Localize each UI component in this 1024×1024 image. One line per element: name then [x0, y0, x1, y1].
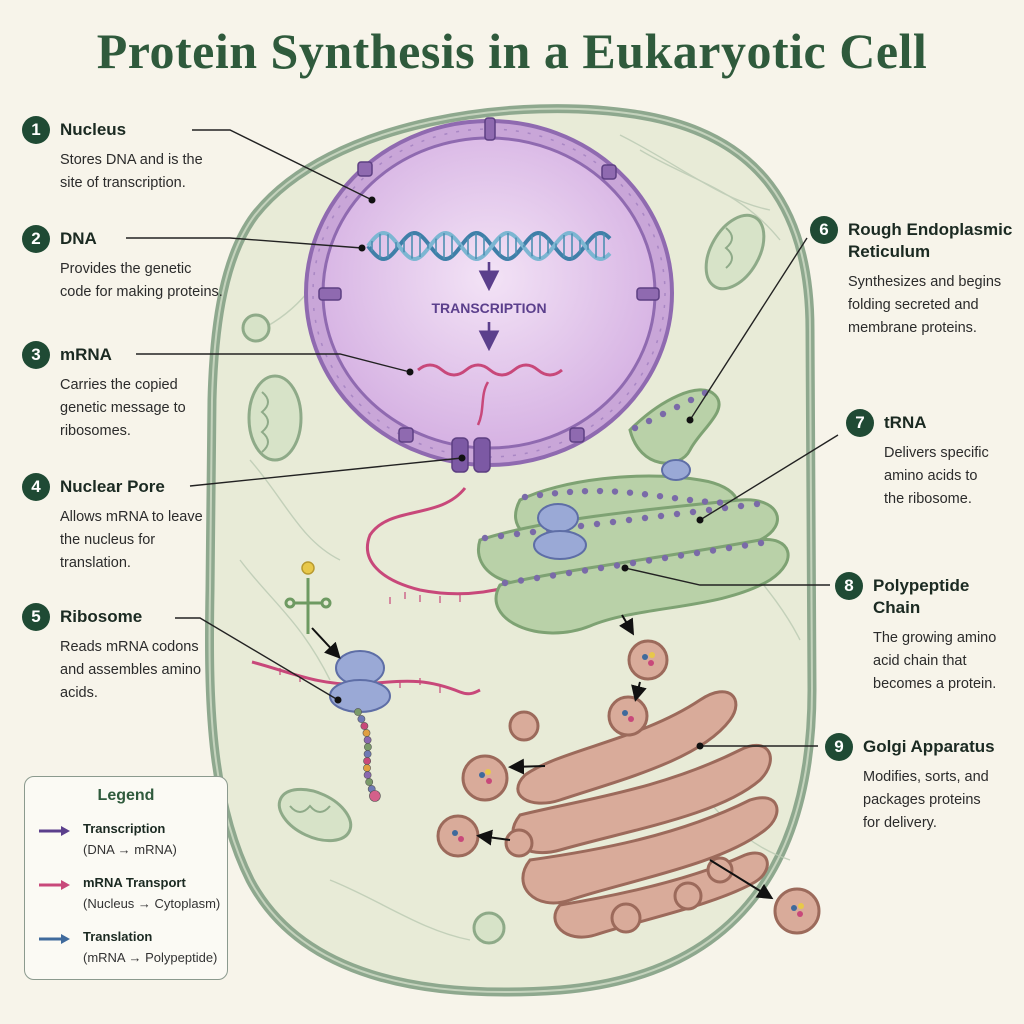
callout-number: 2 — [22, 225, 50, 253]
arrow-icon — [39, 934, 70, 944]
legend-label: Transcription — [83, 821, 166, 836]
nuclear-pore-icon — [318, 117, 660, 473]
callout-number: 8 — [835, 572, 863, 600]
dna-helix — [366, 230, 612, 262]
callout-number: 1 — [22, 116, 50, 144]
leader-dots — [334, 196, 704, 750]
vesicle-cargo — [452, 652, 804, 917]
callout-description: Delivers specific amino acids to the rib… — [884, 445, 989, 507]
callout-nuclear-pore: 4 Nuclear Pore Allows mRNA to leave the … — [22, 473, 232, 575]
callout-dna: 2 DNA Provides the genetic code for maki… — [22, 225, 232, 304]
callout-heading: Ribosome — [60, 607, 143, 626]
callout-number: 6 — [810, 216, 838, 244]
callout-nucleus: 1 Nucleus Stores DNA and is the site of … — [22, 116, 232, 195]
callout-number: 4 — [22, 473, 50, 501]
callout-heading: Polypeptide Chain — [873, 576, 970, 617]
callout-description: Synthesizes and begins folding secreted … — [848, 274, 1002, 336]
page-title: Protein Synthesis in a Eukaryotic Cell — [96, 23, 928, 79]
legend-sub: (DNA → mRNA) — [83, 842, 177, 857]
callout-polypeptide: 8 Polypeptide Chain The growing amino ac… — [835, 572, 1021, 696]
callout-mrna: 3 mRNA Carries the copied genetic messag… — [22, 341, 232, 443]
callout-description: Reads mRNA codons and assembles amino ac… — [60, 639, 202, 701]
legend-sub: (Nucleus → Cytoplasm) — [83, 896, 221, 911]
transcription-label: TRANSCRIPTION — [431, 300, 546, 316]
legend-item-translation: Translation (mRNA → Polypeptide) — [37, 929, 222, 965]
leader-lines — [126, 129, 839, 747]
callout-heading: Golgi Apparatus — [863, 737, 995, 756]
callout-number: 5 — [22, 603, 50, 631]
callout-heading: Nucleus — [60, 120, 127, 139]
callout-trna: 7 tRNA Delivers specific amino acids to … — [846, 409, 1016, 511]
mrna-codons — [279, 592, 461, 693]
callout-heading: tRNA — [884, 413, 927, 432]
vesicle-icon — [436, 639, 821, 935]
legend-label: Translation — [83, 929, 153, 944]
callout-number: 7 — [846, 409, 874, 437]
callout-heading: mRNA — [60, 345, 112, 364]
legend-sub: (mRNA → Polypeptide) — [83, 950, 218, 965]
callout-description: Stores DNA and is the site of transcript… — [60, 152, 203, 191]
free-ribosome — [329, 650, 391, 713]
arrow-icon — [39, 826, 70, 836]
callout-heading: Rough Endoplasmic Reticulum — [848, 220, 1013, 261]
trna-icon — [284, 561, 332, 634]
callout-ribosome: 5 Ribosome Reads mRNA codons and assembl… — [22, 603, 232, 705]
callout-description: Provides the genetic code for making pro… — [60, 261, 223, 300]
legend: Legend Transcription (DNA → mRNA) mRNA T… — [24, 776, 228, 980]
callout-golgi: 9 Golgi Apparatus Modifies, sorts, and p… — [825, 733, 1015, 835]
legend-title: Legend — [97, 787, 155, 804]
callout-rough-er: 6 Rough Endoplasmic Reticulum Synthesize… — [810, 216, 1020, 340]
callout-description: Carries the copied genetic message to ri… — [60, 377, 186, 439]
transport-arrows — [311, 614, 774, 900]
callout-heading: DNA — [60, 229, 97, 248]
legend-label: mRNA Transport — [83, 875, 186, 890]
callout-number: 3 — [22, 341, 50, 369]
arrow-icon — [39, 880, 70, 890]
callout-description: The growing amino acid chain that become… — [873, 630, 997, 692]
polypeptide-chain — [354, 708, 381, 802]
legend-item-transcription: Transcription (DNA → mRNA) — [37, 821, 222, 857]
mitochondrion-icon — [241, 213, 766, 945]
callout-number: 9 — [825, 733, 853, 761]
legend-item-mrna-transport: mRNA Transport (Nucleus → Cytoplasm) — [37, 875, 222, 911]
callout-description: Allows mRNA to leave the nucleus for tra… — [60, 509, 203, 571]
callout-description: Modifies, sorts, and packages proteins f… — [863, 769, 989, 831]
er-ribosome — [533, 459, 691, 560]
callout-heading: Nuclear Pore — [60, 477, 165, 496]
